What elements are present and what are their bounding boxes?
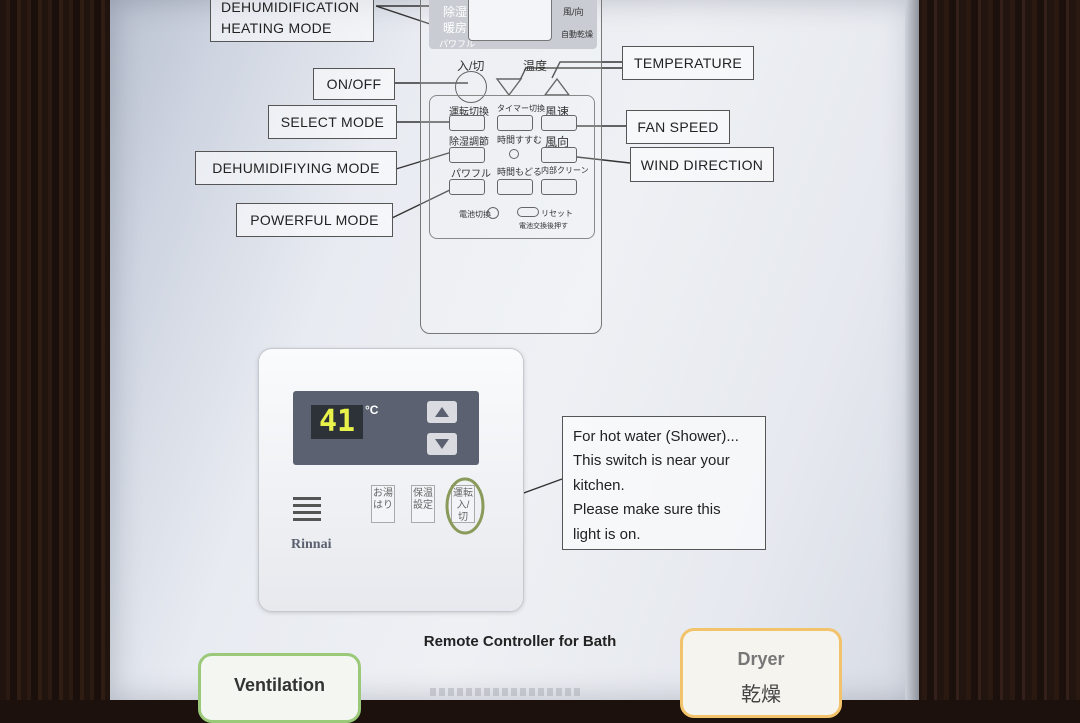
rinnai-logo-icon — [293, 497, 321, 523]
bath-fill-button: お湯はり — [371, 485, 395, 523]
temp-label: 温度 — [523, 59, 548, 73]
temperature-display: 41 — [311, 405, 363, 439]
battery-button — [487, 207, 499, 219]
note-line-4: Please make sure this — [573, 501, 721, 519]
battery-note: 電池交換後押す — [519, 223, 568, 230]
temp-down-button — [427, 433, 457, 455]
arrow-up-icon — [435, 407, 449, 417]
bath-controller-photo: 41 °C Rinnai お湯はり 保温設定 運転入/切 — [258, 348, 524, 612]
mode-label: 運転切換 — [449, 107, 489, 118]
wood-table-left — [0, 0, 110, 700]
powerful-button — [449, 179, 485, 195]
ac-remote-diagram: 除湿 暖房 パワフル 風/向 自動乾燥 入/切 温度 運転切換 タイマー切換 風… — [420, 0, 602, 334]
mode-button — [449, 115, 485, 131]
ventilation-label: Ventilation — [198, 653, 361, 723]
clean-button — [541, 179, 577, 195]
keep-warm-button: 保温設定 — [411, 485, 435, 523]
power-label: 入/切 — [457, 59, 485, 73]
back-label: 時間もどる — [497, 167, 542, 177]
sheet-edge — [905, 0, 919, 700]
remote-top-left-2: 暖房 — [443, 21, 468, 35]
label-on-off: ON/OFF — [313, 68, 395, 100]
timer-label: タイマー切換 — [497, 104, 545, 113]
note-line-1: For hot water (Shower)... — [573, 428, 739, 445]
label-select-mode: SELECT MODE — [268, 105, 397, 139]
powerful-label: パワフル — [451, 169, 491, 180]
fan-button — [541, 115, 577, 131]
label-dehumidifying-mode: DEHUMIDIFIYING MODE — [195, 151, 397, 185]
clean-label: 内部クリーン — [541, 166, 589, 175]
remote-inner-panel — [429, 95, 595, 239]
arrow-down-icon — [435, 439, 449, 449]
reset-button — [517, 207, 539, 217]
controller-display-panel: 41 °C — [293, 391, 479, 465]
dryer-label-en: Dryer — [737, 649, 785, 669]
label-dehumidification: DEHUMIDIFICATION HEATING MODE — [210, 0, 374, 42]
wind-label: 風向 — [545, 135, 570, 149]
fine-print — [430, 688, 580, 696]
temperature-unit: °C — [365, 403, 379, 417]
label-powerful-mode: POWERFUL MODE — [236, 203, 393, 237]
note-line-5: light is on. — [573, 525, 641, 543]
label-wind-direction: WIND DIRECTION — [630, 147, 774, 182]
bath-controller-caption: Remote Controller for Bath — [423, 633, 617, 650]
temp-up-button — [427, 401, 457, 423]
highlight-circle — [445, 477, 485, 535]
note-line-2: This switch is near your — [573, 452, 730, 470]
cancel-dot — [509, 149, 519, 159]
dehum-label: 除湿調節 — [449, 137, 489, 148]
remote-top-right-2: 自動乾燥 — [561, 30, 593, 39]
dryer-label-jp: 乾燥 — [741, 684, 781, 706]
back-button — [497, 179, 533, 195]
dryer-label-box: Dryer 乾燥 — [680, 628, 842, 718]
power-toggle-button: 運転入/切 — [451, 485, 475, 523]
wood-table-right — [900, 0, 1080, 700]
rinnai-logo-text: Rinnai — [291, 537, 332, 552]
hot-water-note: For hot water (Shower)... This switch is… — [562, 416, 766, 550]
label-heating-mode-text: HEATING MODE — [221, 20, 332, 36]
remote-top-left-3: パワフル — [439, 39, 476, 49]
label-fan-speed: FAN SPEED — [626, 110, 730, 144]
reset-label: リセット — [541, 209, 573, 218]
dehum-button — [449, 147, 485, 163]
wind-button — [541, 147, 577, 163]
label-temperature: TEMPERATURE — [622, 46, 754, 80]
power-button — [455, 71, 487, 103]
label-dehumidification-text: DEHUMIDIFICATION — [221, 0, 360, 15]
battery-label: 電池切換 — [459, 210, 491, 219]
remote-top-right-1: 風/向 — [563, 7, 584, 17]
note-line-3: kitchen. — [573, 476, 625, 494]
remote-top-left-1: 除湿 — [443, 5, 468, 19]
cancel-label: 時間すすむ — [497, 135, 543, 145]
timer-button — [497, 115, 533, 131]
remote-lcd — [468, 0, 552, 41]
temp-arrows-icon — [495, 77, 571, 97]
